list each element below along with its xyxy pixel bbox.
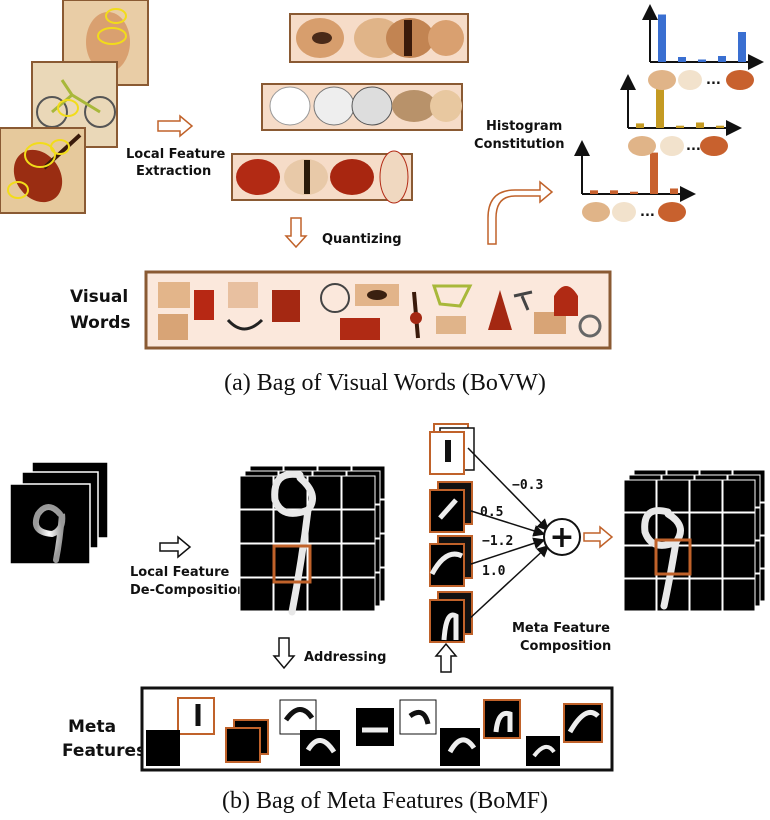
histogram-bar	[658, 14, 666, 62]
grid-patch	[722, 545, 756, 579]
histogram-1	[642, 4, 764, 70]
quantizing-label: Quantizing	[322, 232, 402, 247]
local-feature-extraction-line2: Extraction	[136, 164, 211, 179]
histogram-bar	[650, 152, 658, 194]
histogram-2-ellipsis: ...	[686, 139, 701, 154]
grid-patch	[239, 577, 274, 612]
selected-patch-left	[272, 544, 312, 584]
histogram-bar	[696, 122, 704, 128]
visual-words-codebook	[144, 270, 612, 350]
grid-patch	[722, 578, 756, 612]
meta-features-label-line1: Meta	[68, 717, 116, 737]
meta-feature-column	[429, 423, 475, 643]
panel-a: Local Feature Extraction Quantizing Visu…	[0, 0, 764, 396]
grid-patch	[239, 509, 274, 544]
grid-patch	[689, 479, 723, 513]
histogram-bar	[738, 32, 746, 62]
addressing-arrow	[272, 637, 296, 670]
grid-patch	[239, 475, 274, 510]
histogram-bar	[716, 125, 724, 128]
selected-patch-right	[654, 538, 692, 576]
weight-4: 1.0	[482, 564, 506, 579]
histogram-1-ellipsis: ...	[706, 73, 721, 88]
quantizing-arrow	[284, 217, 308, 249]
source-image-stack	[0, 0, 149, 214]
addressing-label: Addressing	[304, 650, 386, 665]
histograms	[574, 4, 764, 202]
histogram-3-ellipsis: ...	[640, 205, 655, 220]
decomposition-arrow	[159, 535, 192, 559]
decomposition-line2: De-Composition	[130, 583, 246, 598]
histogram-bar	[698, 59, 706, 62]
composition-lines	[467, 447, 550, 621]
grid-patch	[689, 545, 723, 579]
input-digit-stack	[9, 461, 109, 565]
output-arrow	[583, 525, 614, 549]
histogram-bar	[630, 191, 638, 194]
grid-patch	[689, 578, 723, 612]
histogram-bar	[678, 57, 686, 62]
histogram-bar	[670, 188, 678, 194]
caption-b: (b) Bag of Meta Features (BoMF)	[222, 788, 548, 814]
histogram-bar	[636, 123, 644, 128]
histogram-3	[574, 140, 696, 202]
histogram-bar	[610, 190, 618, 194]
recomposed-grid	[623, 469, 766, 612]
grid-patch	[689, 512, 723, 546]
decomposition-line1: Local Feature	[130, 565, 229, 580]
grid-patch	[722, 479, 756, 513]
sum-node	[543, 518, 581, 556]
histogram-bar	[590, 190, 598, 194]
composition-up-arrow	[434, 642, 458, 673]
visual-words-label-line1: Visual	[70, 287, 128, 307]
decomposed-digit-stroke	[271, 470, 316, 616]
grid-patch	[341, 577, 376, 612]
grid-patch	[307, 577, 342, 612]
weight-2: 0.5	[480, 505, 503, 520]
meta-features-codebook	[140, 686, 614, 772]
grid-patch	[623, 578, 657, 612]
local-feature-strips	[231, 13, 469, 204]
sum-symbol: +	[549, 520, 574, 555]
grid-patch	[341, 475, 376, 510]
grid-patch	[307, 509, 342, 544]
weight-3: −1.2	[482, 534, 513, 549]
grid-patch	[656, 479, 690, 513]
histogram-bar	[656, 84, 664, 128]
grid-patch	[341, 543, 376, 578]
local-feature-extraction-line1: Local Feature	[126, 147, 225, 162]
grid-patch	[239, 543, 274, 578]
grid-patch	[623, 479, 657, 513]
composition-line2: Composition	[520, 639, 611, 654]
histogram-constitution-line1: Histogram	[486, 119, 562, 134]
panel-b: Local Feature De-Composition Addressing	[9, 423, 766, 814]
histogram-arrow	[487, 180, 554, 245]
grid-patch	[341, 509, 376, 544]
grid-patch	[722, 512, 756, 546]
composition-line1: Meta Feature	[512, 621, 610, 636]
histogram-bar	[718, 56, 726, 62]
meta-features-label-line2: Features	[62, 741, 146, 761]
caption-a: (a) Bag of Visual Words (BoVW)	[224, 370, 546, 396]
grid-patch	[307, 543, 342, 578]
weight-1: −0.3	[512, 478, 543, 493]
histogram-2	[620, 74, 742, 136]
histogram-constitution-line2: Constitution	[474, 137, 564, 152]
visual-words-label-line2: Words	[70, 313, 131, 333]
extraction-arrow	[157, 114, 194, 138]
grid-patch	[623, 545, 657, 579]
histogram-bar	[676, 125, 684, 128]
histogram-thumbnails: ... ... ...	[582, 70, 754, 222]
